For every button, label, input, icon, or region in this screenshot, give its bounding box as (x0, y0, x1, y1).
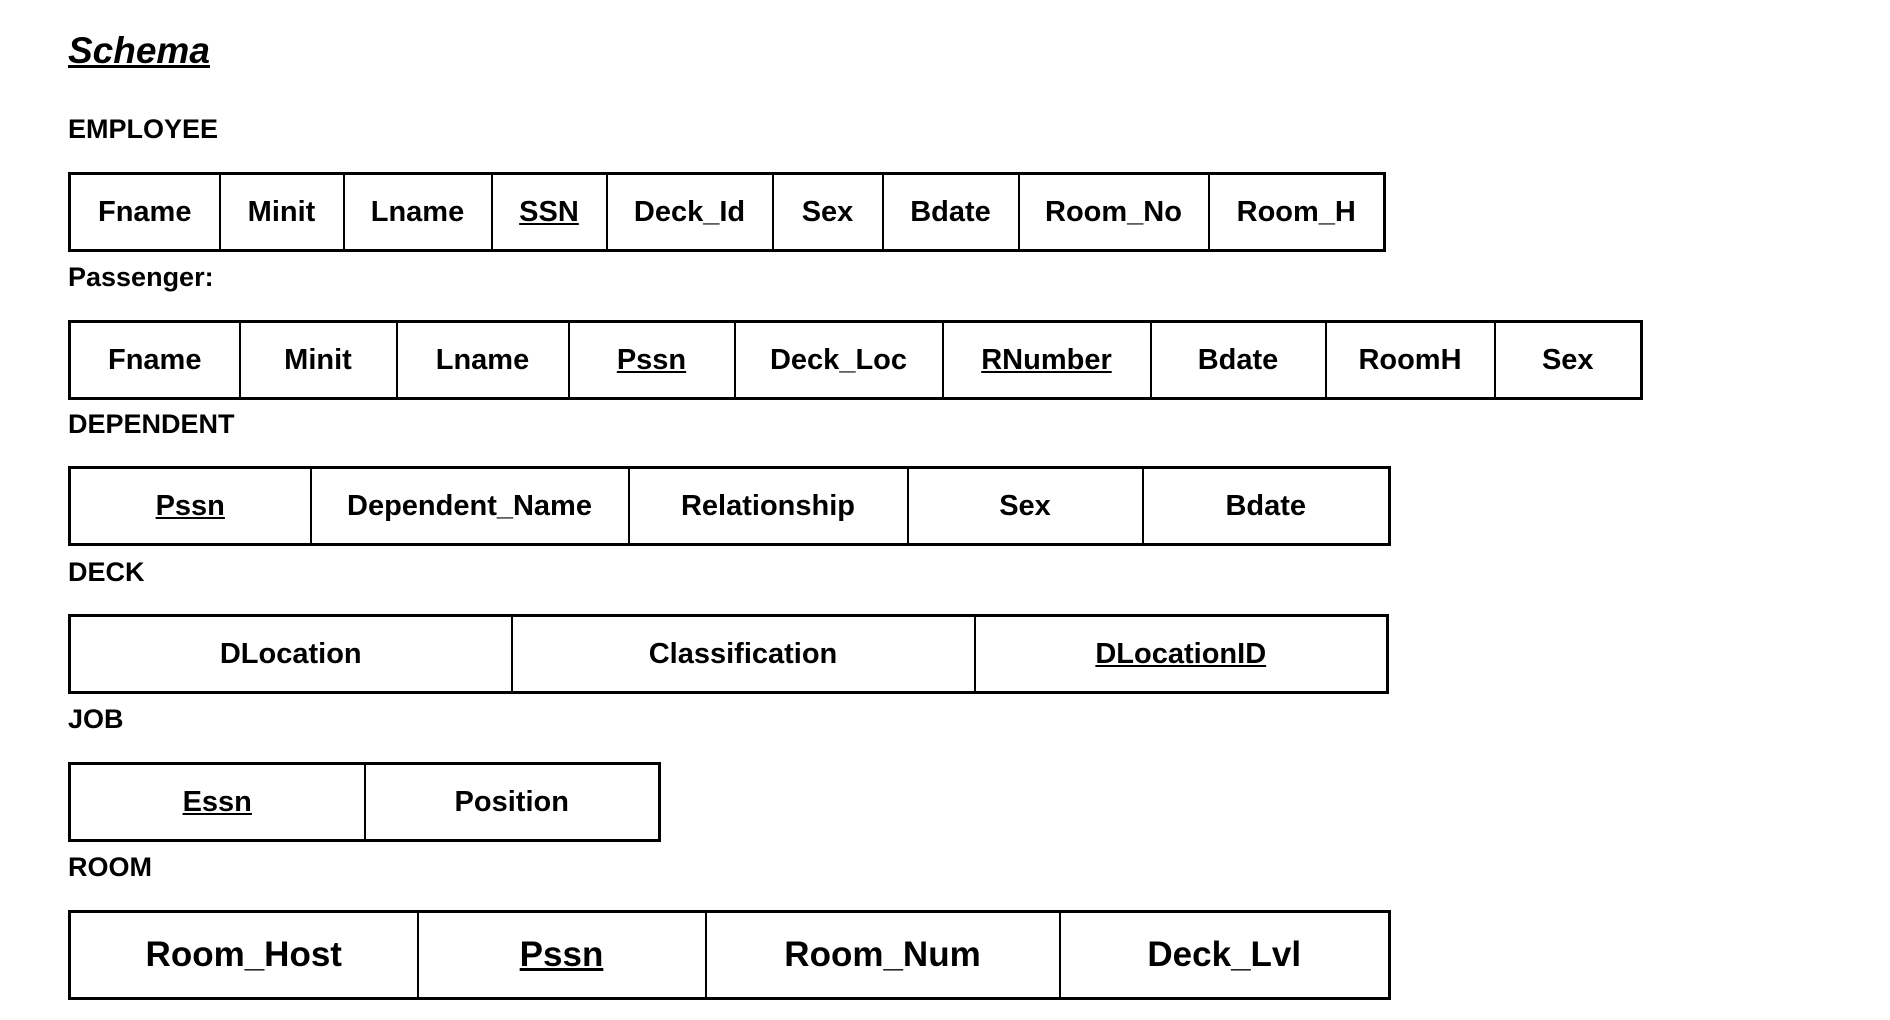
employee-attr-sex: Sex (771, 172, 884, 252)
employee-label: EMPLOYEE (68, 114, 219, 144)
employee-attr-ssn-key: SSN (490, 172, 608, 252)
passenger-attr-fname: Fname (68, 320, 241, 400)
dependent-attr-dependent-name: Dependent_Name (309, 466, 630, 546)
dependent-attr-bdate: Bdate (1141, 466, 1391, 546)
job-label: JOB (68, 704, 124, 734)
passenger-attr-rnumber-key: RNumber (941, 320, 1152, 400)
passenger-attr-minit: Minit (238, 320, 398, 400)
job-attr-position: Position (363, 762, 661, 842)
employee-attr-room-h: Room_H (1207, 172, 1386, 252)
passenger-attr-bdate: Bdate (1149, 320, 1327, 400)
room-attr-room-host: Room_Host (68, 910, 419, 1000)
deck-attr-dlocationid-key: DLocationID (973, 614, 1389, 694)
employee-attr-bdate: Bdate (881, 172, 1020, 252)
room-label: ROOM (68, 852, 152, 882)
dependent-attr-pssn-key: Pssn (68, 466, 312, 546)
passenger-attr-lname: Lname (395, 320, 570, 400)
schema-title: Schema (68, 30, 210, 71)
employee-attr-lname: Lname (342, 172, 493, 252)
job-attr-essn-key: Essn (68, 762, 366, 842)
deck-label: DECK (68, 557, 145, 587)
passenger-label: Passenger: (68, 262, 214, 292)
employee-attr-minit: Minit (218, 172, 345, 252)
dependent-label: DEPENDENT (68, 409, 235, 439)
employee-attr-fname: Fname (68, 172, 221, 252)
passenger-attr-sex: Sex (1493, 320, 1643, 400)
employee-attr-room-no: Room_No (1017, 172, 1210, 252)
passenger-attr-deck-loc: Deck_Loc (733, 320, 944, 400)
passenger-attr-roomh: RoomH (1324, 320, 1496, 400)
deck-attr-dlocation: DLocation (68, 614, 513, 694)
passenger-attr-pssn-key: Pssn (567, 320, 736, 400)
room-attr-deck-lvl: Deck_Lvl (1058, 910, 1391, 1000)
employee-attr-deck-id: Deck_Id (605, 172, 774, 252)
deck-attr-classification: Classification (510, 614, 976, 694)
dependent-attr-sex: Sex (906, 466, 1144, 546)
room-attr-room-num: Room_Num (704, 910, 1061, 1000)
room-attr-pssn-key: Pssn (416, 910, 707, 1000)
dependent-attr-relationship: Relationship (627, 466, 909, 546)
